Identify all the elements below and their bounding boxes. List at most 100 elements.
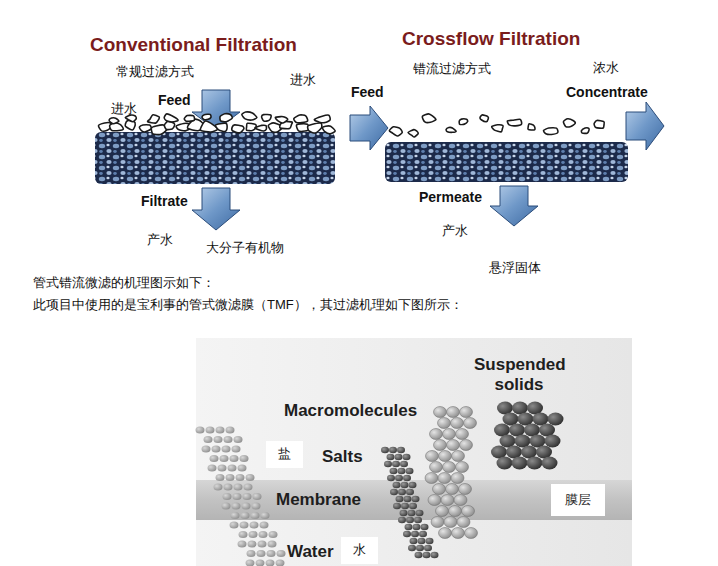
macromolecule [462,506,475,517]
macromolecule [439,451,452,462]
water-molecule [236,474,245,481]
water-molecule [269,531,278,538]
water-molecule [242,503,251,510]
salt-molecule [389,447,397,453]
water-molecule [247,550,256,557]
water-molecule [214,484,223,491]
macromolecule [426,451,439,462]
particle [408,130,418,137]
water-molecule [268,541,277,548]
macromolecule [460,440,473,451]
suspended-solid [497,457,513,470]
water-molecule [240,522,249,529]
particle [389,127,402,136]
salt-molecule [410,538,418,544]
salt-molecule [423,552,431,558]
particle [294,115,308,123]
chinese-label: 膜层 [551,484,605,516]
particle [109,118,119,124]
macromolecule [431,517,444,528]
salt-molecule [390,489,398,495]
water-molecule [226,427,235,434]
particle [563,119,575,127]
water-molecule [212,446,221,453]
salt-molecule [419,531,427,537]
suspended-solid [512,457,528,470]
salt-molecule [414,517,422,523]
water-molecule [246,474,255,481]
macromolecule [434,440,447,451]
salt-molecule [405,524,413,530]
panel-heading: Crossflow Filtration [402,28,580,50]
salt-molecule [409,482,417,488]
salt-molecule [401,503,409,509]
macromolecule [451,418,464,429]
macromolecule [465,528,478,539]
salt-molecule [411,531,419,537]
water-molecule [216,474,225,481]
macromolecule [446,484,459,495]
macromolecule [438,473,451,484]
macromolecule [456,462,469,473]
particle [581,128,589,133]
water-molecule [266,560,275,566]
water-molecule [234,436,243,443]
chinese-label: 大分子有机物 [206,241,284,256]
chinese-label: 进水 [111,102,137,117]
salt-molecule [403,454,411,460]
filtrate-arrow [192,188,240,230]
macromolecule [438,418,451,429]
flow-label: Filtrate [141,193,188,209]
chinese-label: 水 [341,537,378,564]
salt-molecule [381,447,389,453]
macromolecule [460,407,473,418]
water-molecule [240,455,249,462]
salt-molecule [403,475,411,481]
particle [232,125,244,133]
particle [314,115,330,123]
macromolecule [430,429,443,440]
salt-molecule [398,517,406,523]
macromolecule [441,495,454,506]
particle [125,115,136,122]
water-molecule [226,474,235,481]
membrane-label: Membrane [276,490,361,510]
chinese-label: 悬浮固体 [489,261,541,276]
salt-molecule [412,496,420,502]
concentrate-arrow [626,102,664,150]
water-molecule [256,560,265,566]
macromolecule [436,506,449,517]
water-molecule [232,446,241,453]
flow-label: Concentrate [566,84,648,100]
water-molecule [206,427,215,434]
macromolecule [457,517,470,528]
salt-molecule [395,454,403,460]
particle [492,125,503,132]
salt-molecule [424,545,432,551]
water-molecule [248,541,257,548]
feed-arrow [350,106,388,150]
water-molecule [230,522,239,529]
particle [246,123,256,130]
macromolecule [433,484,446,495]
membrane-band: Membrane 膜层 [196,480,632,520]
salt-molecule [401,482,409,488]
salt-molecule [393,482,401,488]
particle [215,123,227,131]
water-molecule [253,493,262,500]
chinese-label: 产水 [147,233,173,248]
salt-molecule [398,489,406,495]
water-molecule [230,455,239,462]
salt-molecule [413,524,421,530]
salt-molecule [395,475,403,481]
water-molecule [216,427,225,434]
water-molecule [239,531,248,538]
particle [200,121,217,132]
salt-molecule [392,461,400,467]
macromolecule [454,495,467,506]
particle [446,127,456,132]
chinese-label: 盐 [266,441,303,468]
salt-molecule [403,531,411,537]
particle [459,119,468,125]
